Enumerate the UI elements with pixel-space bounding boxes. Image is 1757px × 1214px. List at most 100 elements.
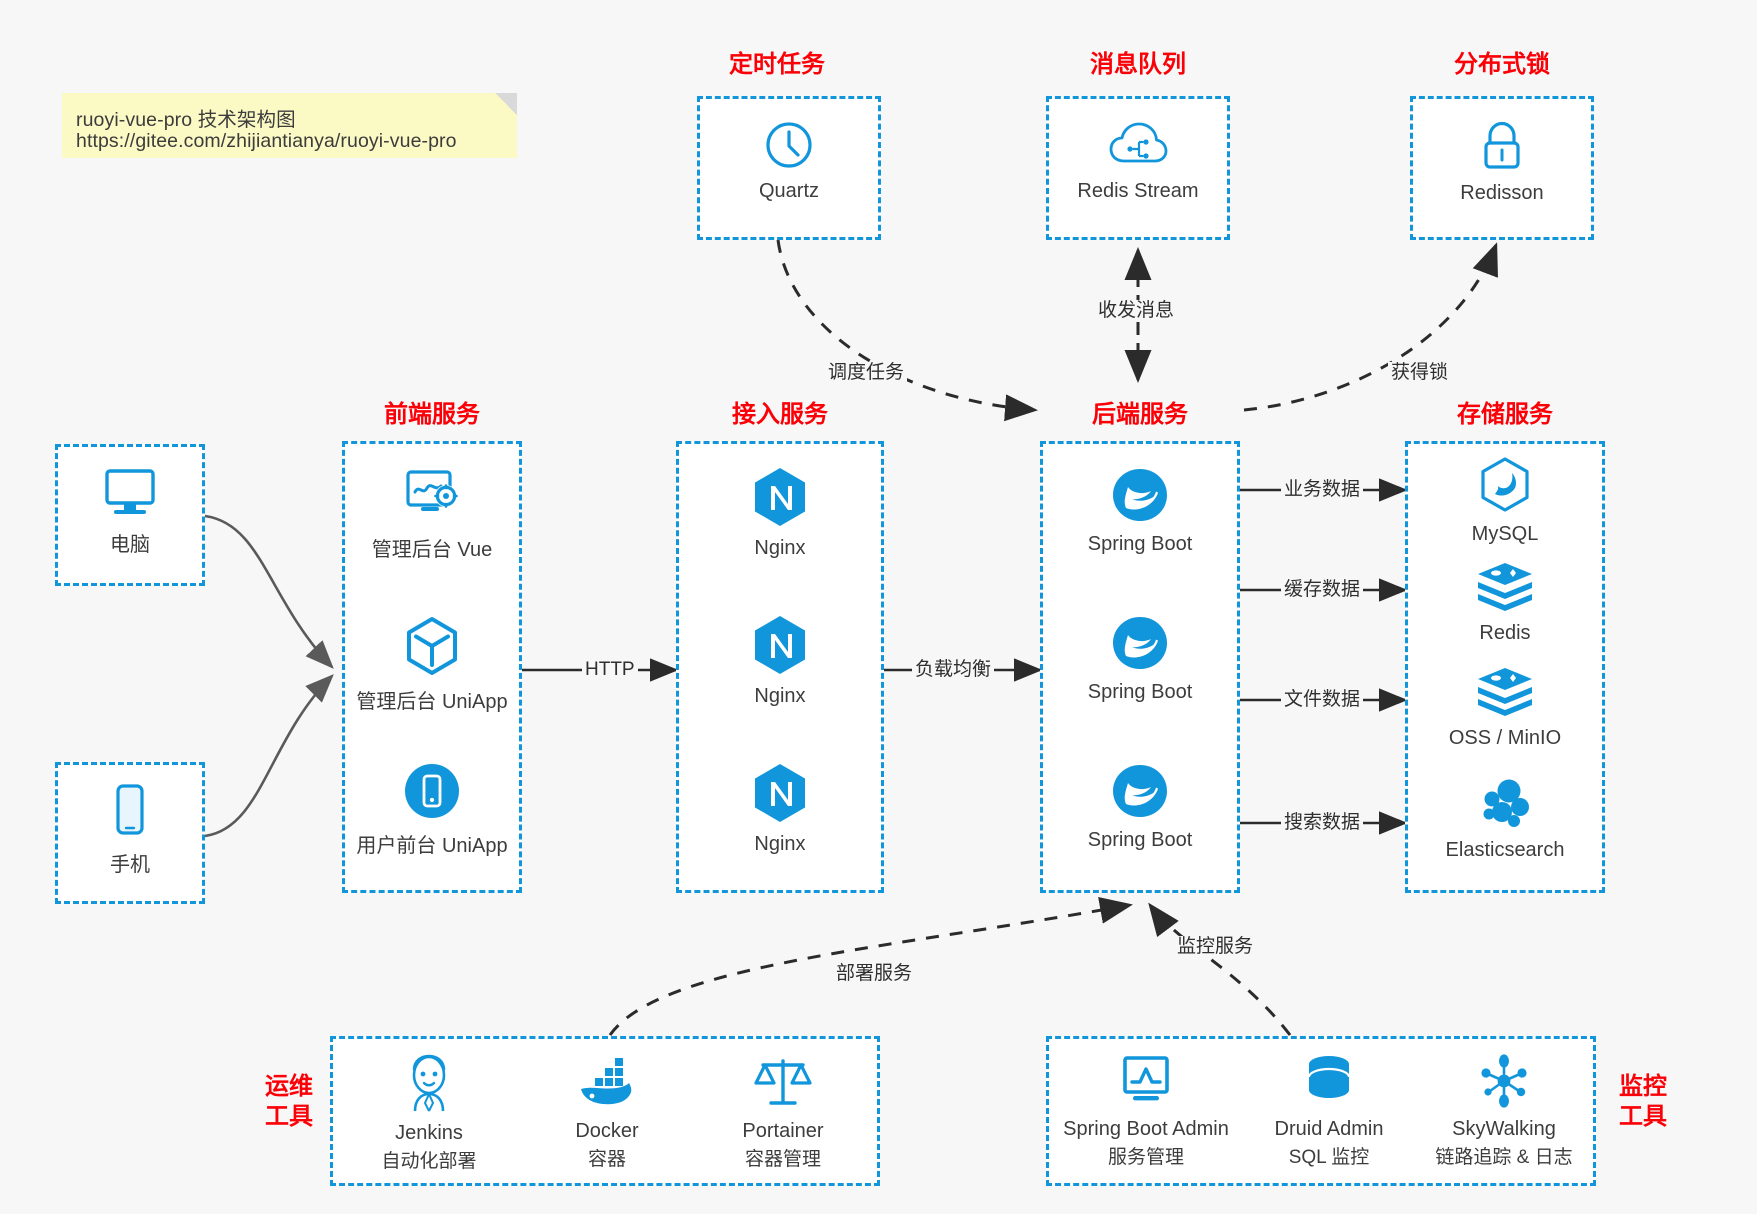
- edge-label-cache-data: 缓存数据: [1281, 579, 1364, 601]
- group-box-backend-services[interactable]: Spring Boot Spring Boot Spring Boot: [1040, 441, 1240, 893]
- node-user-uniapp[interactable]: 用户前台 UniApp: [345, 762, 519, 858]
- node-label: Quartz: [758, 180, 820, 202]
- sticky-note: ruoyi-vue-pro 技术架构图 https://gitee.com/zh…: [62, 93, 517, 158]
- devops-title-line1: 运维: [265, 1073, 313, 1100]
- node-mobile[interactable]: 手机: [58, 783, 202, 877]
- node-sublabel: 容器: [587, 1149, 626, 1170]
- edge-label-acquire-lock: 获得锁: [1388, 362, 1452, 384]
- node-spring-boot-3[interactable]: Spring Boot: [1043, 762, 1237, 852]
- node-label: Spring Boot: [1087, 829, 1193, 851]
- group-title-monitoring-tools: 监控 工具: [1612, 1072, 1674, 1132]
- redis-stack-icon: [1408, 666, 1602, 723]
- node-druid-admin[interactable]: Druid Admin SQL 监控: [1241, 1053, 1417, 1169]
- note-title: ruoyi-vue-pro 技术架构图: [76, 109, 296, 131]
- nginx-icon: [679, 762, 881, 829]
- group-box-client-desktop[interactable]: 电脑: [55, 444, 205, 586]
- node-redisson[interactable]: Redisson: [1413, 119, 1591, 205]
- monitoring-title-line1: 监控: [1619, 1073, 1667, 1100]
- node-quartz[interactable]: Quartz: [700, 119, 878, 203]
- node-portainer[interactable]: Portainer 容器管理: [695, 1053, 871, 1171]
- node-label: MySQL: [1471, 523, 1539, 545]
- node-label: 电脑: [110, 534, 150, 556]
- node-label: Elasticsearch: [1445, 839, 1565, 861]
- node-label: 管理后台 Vue: [371, 539, 493, 561]
- node-nginx-1[interactable]: Nginx: [679, 466, 881, 560]
- group-box-client-mobile[interactable]: 手机: [55, 762, 205, 904]
- group-title-scheduled-tasks: 定时任务: [729, 51, 825, 78]
- node-elasticsearch[interactable]: Elasticsearch: [1408, 776, 1602, 862]
- lock-icon: [1413, 119, 1591, 178]
- monitor-chart-icon: [1051, 1053, 1241, 1114]
- nginx-icon: [679, 614, 881, 681]
- node-jenkins[interactable]: Jenkins 自动化部署: [341, 1053, 517, 1173]
- node-label: 管理后台 UniApp: [356, 691, 508, 713]
- jenkins-butler-icon: [341, 1053, 517, 1118]
- node-network-icon: [1411, 1053, 1597, 1114]
- spring-boot-icon: [1043, 466, 1237, 529]
- edge-label-schedule-task: 调度任务: [825, 362, 908, 384]
- node-admin-vue[interactable]: 管理后台 Vue: [345, 466, 519, 562]
- nginx-icon: [679, 466, 881, 533]
- group-box-storage-services[interactable]: MySQL Redis: [1405, 441, 1605, 893]
- node-label: Spring Boot Admin: [1063, 1118, 1229, 1140]
- node-label: Docker: [575, 1120, 639, 1142]
- group-box-message-queue[interactable]: Redis Stream: [1046, 96, 1230, 240]
- edge-label-http: HTTP: [582, 659, 638, 681]
- node-oss-minio[interactable]: OSS / MinIO: [1408, 666, 1602, 750]
- node-sublabel: 链路追踪 & 日志: [1435, 1147, 1573, 1168]
- hexagon-cube-icon: [345, 616, 519, 681]
- spring-boot-icon: [1043, 614, 1237, 677]
- node-label: Spring Boot: [1087, 533, 1193, 555]
- group-title-backend-services: 后端服务: [1092, 401, 1188, 428]
- node-mysql[interactable]: MySQL: [1408, 456, 1602, 546]
- node-label: Redis Stream: [1077, 180, 1199, 202]
- node-spring-boot-admin[interactable]: Spring Boot Admin 服务管理: [1051, 1053, 1241, 1169]
- desktop-monitor-icon: [58, 465, 202, 524]
- edge-label-file-data: 文件数据: [1281, 689, 1364, 711]
- node-spring-boot-1[interactable]: Spring Boot: [1043, 466, 1237, 556]
- edge-label-load-balance: 负载均衡: [912, 659, 995, 681]
- elasticsearch-icon: [1408, 776, 1602, 835]
- node-label: Nginx: [754, 833, 806, 855]
- group-box-frontend-services[interactable]: 管理后台 Vue 管理后台 UniApp 用户前台 UniApp: [342, 441, 522, 893]
- node-skywalking[interactable]: SkyWalking 链路追踪 & 日志: [1411, 1053, 1597, 1169]
- node-spring-boot-2[interactable]: Spring Boot: [1043, 614, 1237, 704]
- cloud-stream-icon: [1049, 119, 1227, 176]
- node-nginx-2[interactable]: Nginx: [679, 614, 881, 708]
- group-box-devops-tools[interactable]: Jenkins 自动化部署 Docker 容器: [330, 1036, 880, 1186]
- mobile-phone-icon: [58, 783, 202, 844]
- docker-whale-icon: [519, 1053, 695, 1116]
- spring-boot-icon: [1043, 762, 1237, 825]
- devops-title-line2: 工具: [265, 1103, 313, 1130]
- node-label: 用户前台 UniApp: [356, 835, 508, 857]
- scales-icon: [695, 1053, 871, 1116]
- node-sublabel: 服务管理: [1107, 1147, 1184, 1168]
- note-url: https://gitee.com/zhijiantianya/ruoyi-vu…: [76, 130, 457, 152]
- node-admin-uniapp[interactable]: 管理后台 UniApp: [345, 616, 519, 714]
- node-desktop[interactable]: 电脑: [58, 465, 202, 557]
- node-sublabel: 容器管理: [744, 1149, 821, 1170]
- group-box-gateway-services[interactable]: Nginx Nginx Nginx: [676, 441, 884, 893]
- node-redis-stream[interactable]: Redis Stream: [1049, 119, 1227, 203]
- edge-label-monitor-service: 监控服务: [1174, 936, 1257, 958]
- edge-label-deploy-service: 部署服务: [833, 963, 916, 985]
- node-label: Druid Admin: [1274, 1118, 1384, 1140]
- dashboard-gear-icon: [345, 466, 519, 529]
- node-docker[interactable]: Docker 容器: [519, 1053, 695, 1171]
- node-label: SkyWalking: [1452, 1118, 1556, 1140]
- group-title-gateway-services: 接入服务: [732, 401, 828, 428]
- group-title-message-queue: 消息队列: [1090, 51, 1186, 78]
- group-title-devops-tools: 运维 工具: [258, 1072, 320, 1132]
- node-redis[interactable]: Redis: [1408, 561, 1602, 645]
- node-label: 手机: [110, 854, 150, 876]
- group-box-monitoring-tools[interactable]: Spring Boot Admin 服务管理 Druid Admin SQL 监…: [1046, 1036, 1596, 1186]
- edge-label-business-data: 业务数据: [1281, 479, 1364, 501]
- node-label: Spring Boot: [1087, 681, 1193, 703]
- group-box-scheduled-tasks[interactable]: Quartz: [697, 96, 881, 240]
- node-label: Nginx: [754, 537, 806, 559]
- group-title-distributed-lock: 分布式锁: [1454, 51, 1550, 78]
- group-box-distributed-lock[interactable]: Redisson: [1410, 96, 1594, 240]
- node-nginx-3[interactable]: Nginx: [679, 762, 881, 856]
- node-label: Redis: [1479, 622, 1531, 644]
